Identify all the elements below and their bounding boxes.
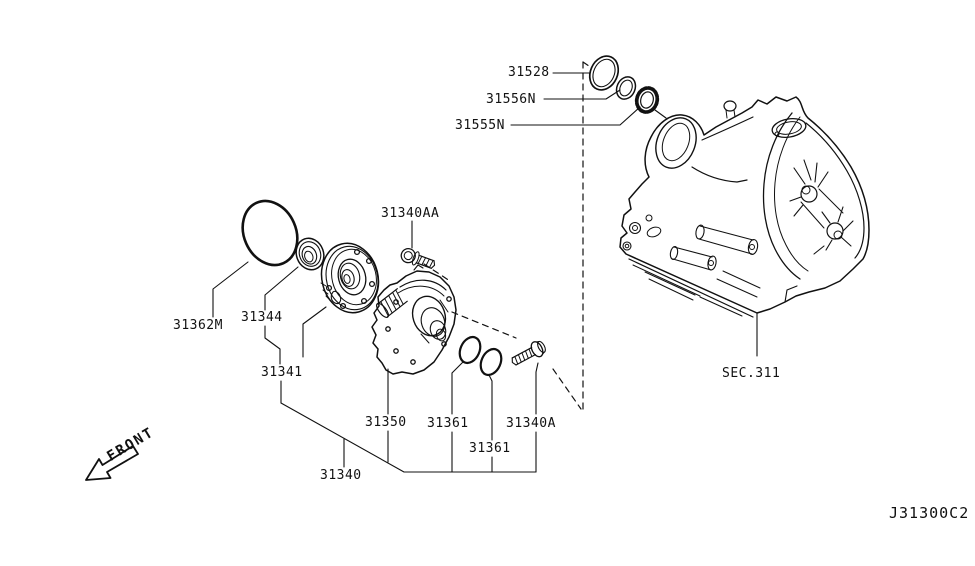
snap-ring-31555N-drawing [634, 85, 661, 115]
part-label-31340A[interactable]: 31340A [506, 416, 556, 431]
part-label-31556N[interactable]: 31556N [486, 92, 536, 107]
oil-seal-31344-drawing [292, 234, 328, 273]
transmission-case-drawing [620, 97, 869, 317]
o-ring-31361-b-drawing [477, 346, 505, 378]
part-label-31340[interactable]: 31340 [320, 468, 362, 483]
part-label-31361-a[interactable]: 31361 [427, 416, 469, 431]
part-label-31341[interactable]: 31341 [261, 365, 303, 380]
assembly-axis-dashed-lines [424, 62, 592, 411]
o-ring-31362M-drawing [233, 192, 307, 273]
drawing-code-label: J31300C2 [889, 504, 970, 522]
part-label-31528[interactable]: 31528 [508, 65, 550, 80]
part-label-31361-b[interactable]: 31361 [469, 441, 511, 456]
seal-ring-31556N-drawing [613, 74, 639, 102]
bolt-31340AA-drawing [399, 247, 437, 272]
part-label-31362M[interactable]: 31362M [173, 318, 223, 333]
part-label-31350[interactable]: 31350 [365, 415, 407, 430]
oil-pump-cover-31341-drawing [314, 237, 385, 318]
part-label-31555N[interactable]: 31555N [455, 118, 505, 133]
bolt-31340A-drawing [509, 338, 548, 369]
part-label-31340AA[interactable]: 31340AA [381, 206, 440, 221]
part-label-31344[interactable]: 31344 [241, 310, 283, 325]
leader-lines [213, 73, 757, 472]
oil-pump-body-31350-drawing [372, 265, 456, 374]
section-reference-label[interactable]: SEC.311 [722, 366, 781, 381]
o-ring-31361-a-drawing [456, 334, 484, 366]
oil-seal-31528-drawing [585, 52, 624, 95]
front-arrow-icon [86, 446, 138, 480]
